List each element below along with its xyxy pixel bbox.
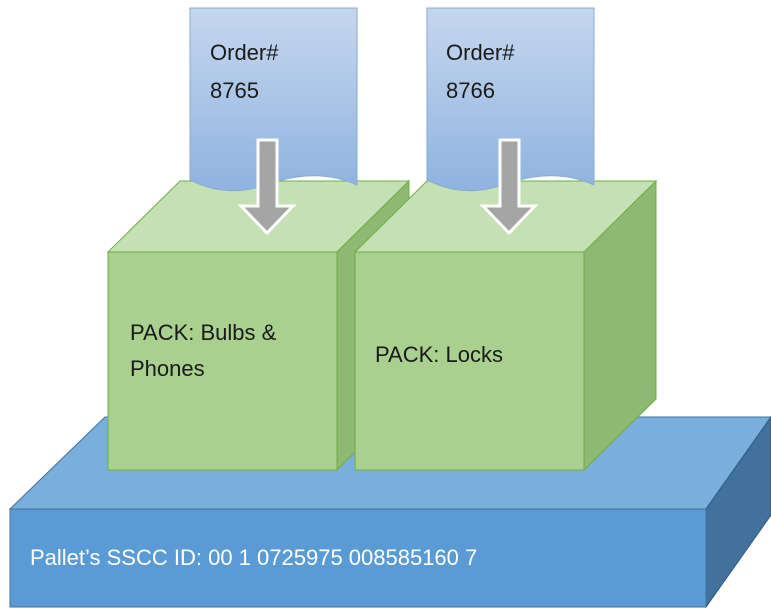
order-document-1-label-line2: 8765 — [210, 78, 259, 103]
pack-box-2-front — [354, 251, 585, 471]
order-document-2-label-line2: 8766 — [446, 78, 495, 103]
pack-box-1-front — [107, 251, 338, 471]
order-document-1-label-line1: Order# — [210, 40, 279, 65]
pack-box-1-label-line2: Phones — [130, 356, 205, 381]
pack-box-1-label-line1: PACK: Bulbs & — [130, 320, 277, 345]
order-document-2-label-line1: Order# — [446, 40, 515, 65]
pallet-sscc-label: Pallet’s SSCC ID: 00 1 0725975 008585160… — [30, 545, 477, 570]
arrow-down-icon — [237, 138, 297, 236]
pack-box-2-label: PACK: Locks — [375, 342, 503, 367]
arrow-down-icon — [479, 138, 539, 236]
order-document-1: Order# 8765 — [189, 7, 358, 192]
pallet-front-face — [9, 508, 707, 608]
